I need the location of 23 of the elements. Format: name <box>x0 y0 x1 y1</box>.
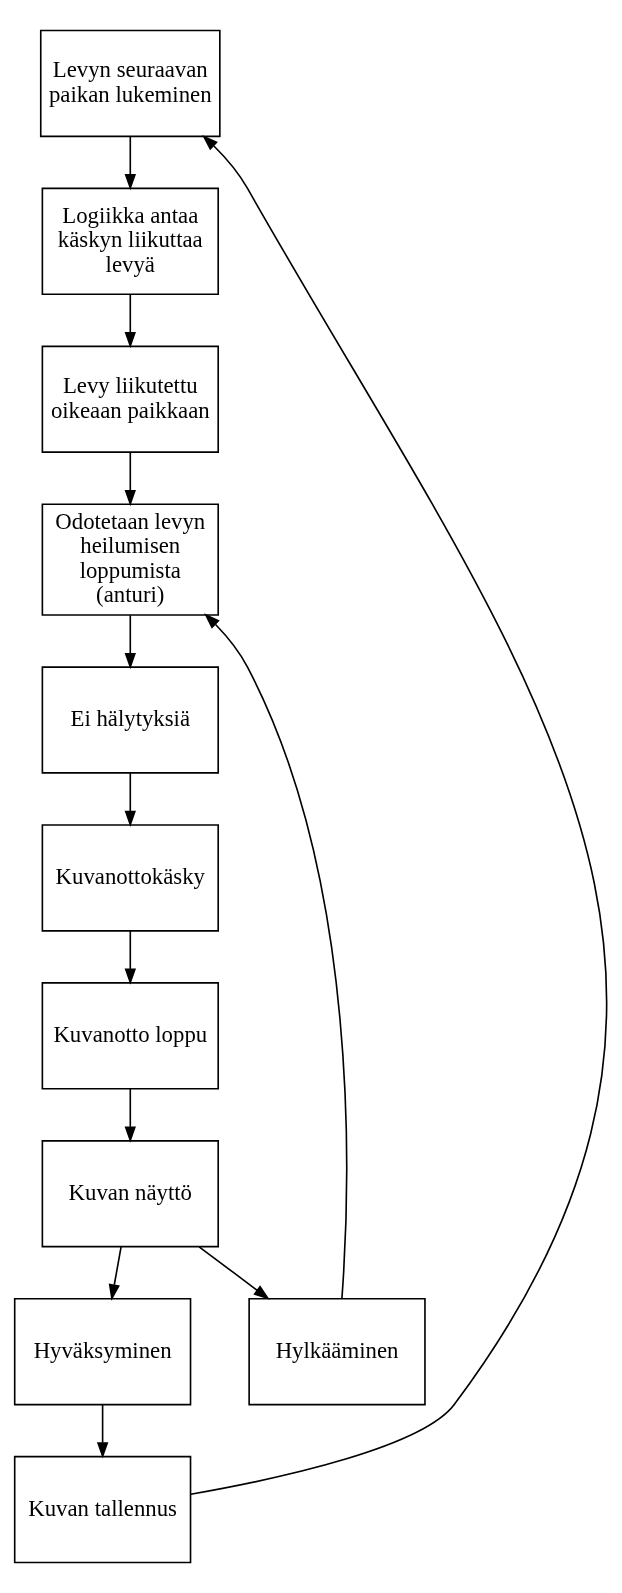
arrow <box>124 135 136 191</box>
node-box: Kuvan näyttö <box>41 1140 219 1248</box>
arrow <box>189 134 608 1496</box>
node-box: Hyväksyminen <box>13 1297 192 1406</box>
arrow <box>108 1246 122 1301</box>
node-box: Kuvan tallennus <box>13 1455 192 1564</box>
arrow <box>124 772 136 827</box>
arrow <box>124 930 136 985</box>
arrow <box>124 451 136 507</box>
node-box: Levyn seuraavan paikan lukeminen <box>39 29 221 138</box>
node-box: Levy liikutettu oikeaan paikkaan <box>41 345 219 453</box>
node-box: Ei hälytyksiä <box>41 666 219 774</box>
arrow <box>124 614 136 670</box>
node-box: Odotetaan levyn heilumisen loppumista (anturi) <box>41 503 219 616</box>
node-box: Kuvanottokäsky <box>41 824 219 932</box>
arrow <box>124 1088 136 1143</box>
arrow <box>204 613 348 1300</box>
node-box: Hylkääminen <box>248 1297 426 1406</box>
arrow <box>124 293 136 349</box>
arrow <box>198 1246 270 1300</box>
node-box: Kuvanotto loppu <box>41 982 219 1090</box>
node-box: Logiikka antaa käskyn liikuttaa levyä <box>41 187 219 296</box>
arrow <box>96 1403 109 1459</box>
